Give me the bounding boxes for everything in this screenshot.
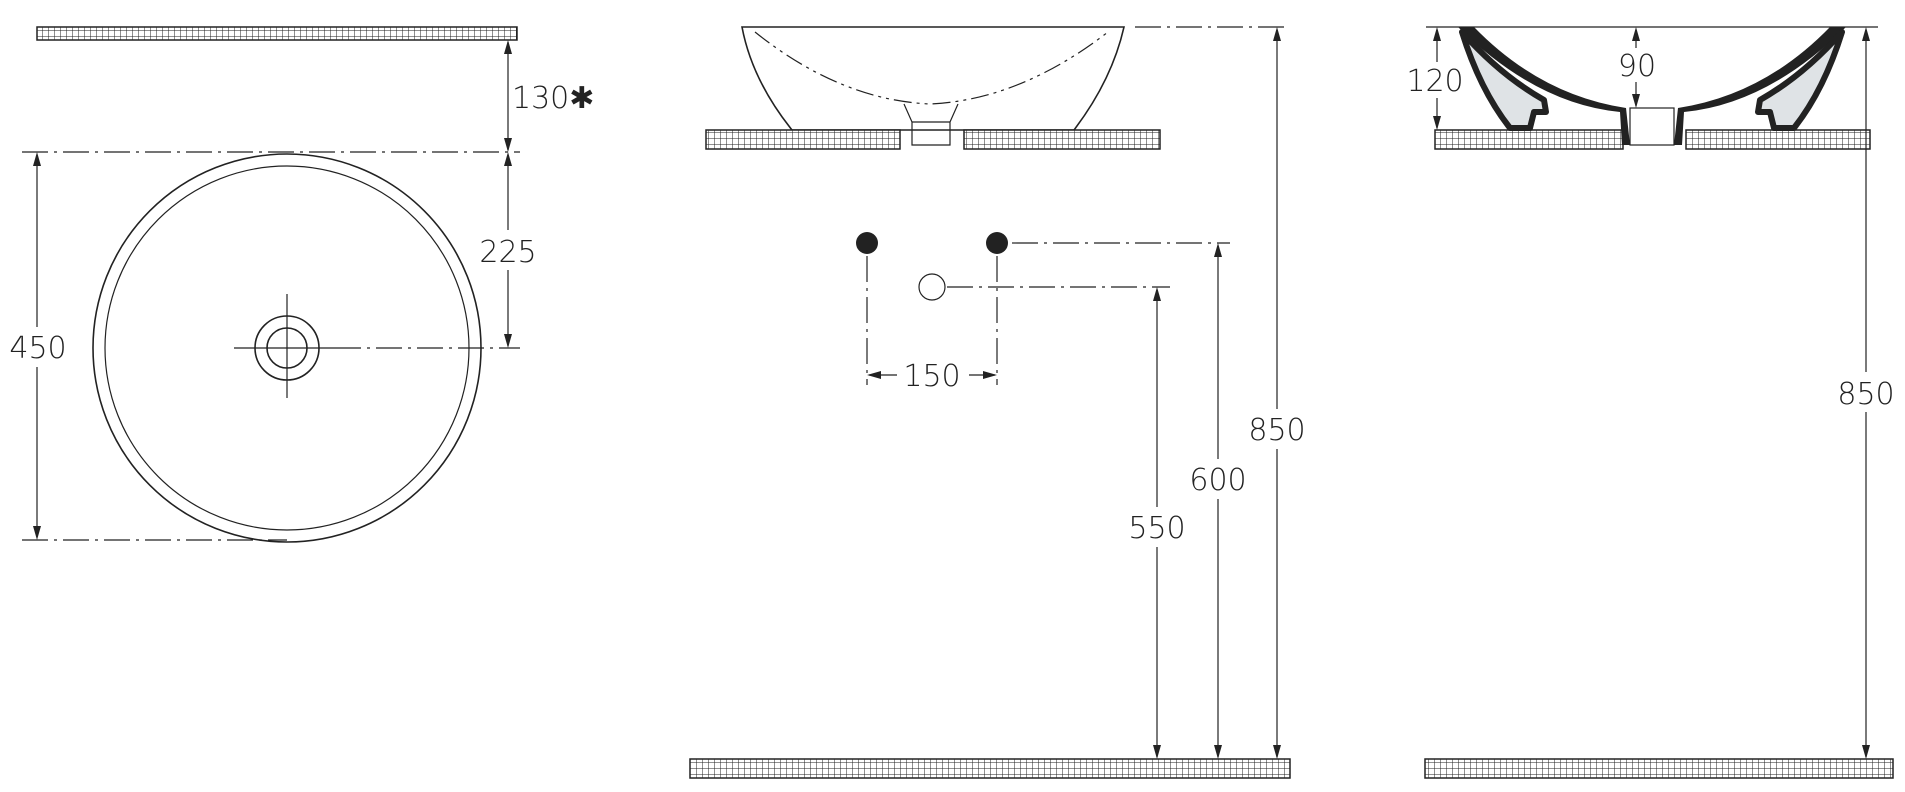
dim-90-label: 90 [1618,49,1656,84]
dim-850-front-label: 850 [1248,413,1305,448]
bowl-section-right [1674,27,1846,145]
dim-120-label: 120 [1406,64,1463,99]
dim-550-label: 550 [1128,511,1185,546]
supply-right [986,232,1008,254]
section-waste [1629,107,1675,146]
wall-strip [36,26,518,41]
dim-225-label: 225 [479,235,536,270]
dim-150-label: 150 [903,359,960,394]
dim-850-section-label: 850 [1837,377,1894,412]
dim-600-label: 600 [1189,463,1246,498]
counter-right [963,129,1161,150]
waste-point [918,273,946,301]
bowl-foot-left [1459,29,1549,131]
waste-neck [903,103,959,146]
basin-front-outline [741,26,1126,131]
counter-left [705,129,901,150]
dim-450-label: 450 [9,331,66,366]
top-view: 450 130✱ 225 [5,26,594,543]
front-view: 150 550 600 850 [689,26,1310,779]
bowl-foot-right [1755,29,1845,131]
dim-130-label: 130✱ [512,81,594,116]
supply-left [856,232,878,254]
bowl-section-left [1458,27,1630,145]
floor-section [1424,758,1894,779]
floor-front [689,758,1291,779]
counter-section-left [1434,129,1624,150]
basin-front-inner [754,31,1109,105]
counter-section-right [1685,129,1871,150]
section-view: 120 90 850 [1404,26,1900,779]
